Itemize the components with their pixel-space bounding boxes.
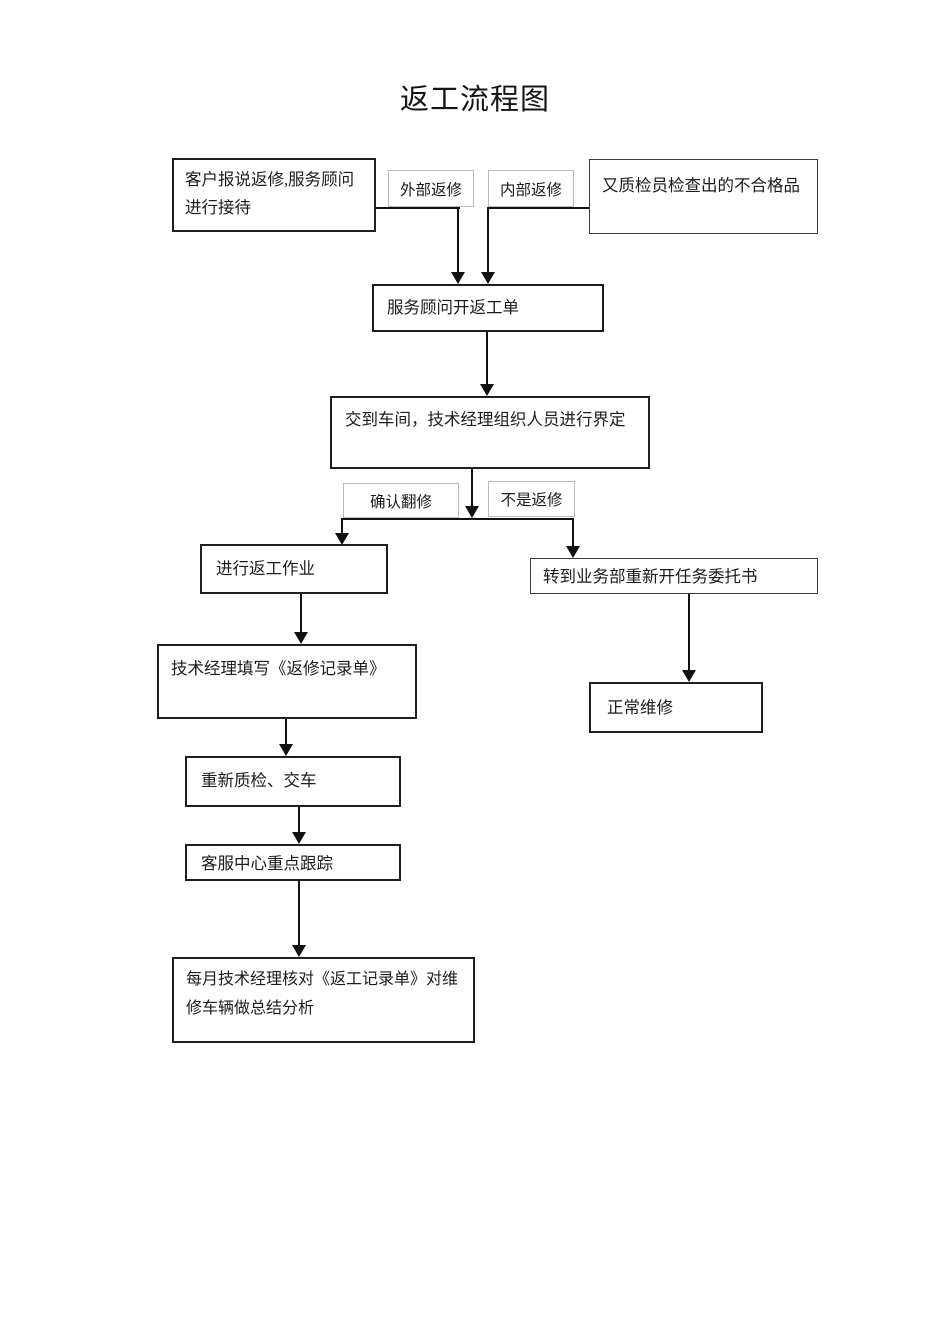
branch-label-confirmed-rework: 确认翻修 [343, 483, 459, 518]
arrowhead-to-transfer [566, 546, 580, 558]
connector-transfer-to-normal [688, 594, 690, 671]
page-title: 返工流程图 [399, 84, 550, 116]
arrowhead-external-to-order [451, 272, 465, 284]
flow-box-service-center-follow: 客服中心重点跟踪 [185, 844, 401, 881]
flow-box-customer-reception: 客户报说返修,服务顾问进行接待 [172, 158, 376, 232]
flow-box-do-rework: 进行返工作业 [200, 544, 388, 594]
branch-label-internal-rework: 内部返修 [488, 170, 574, 207]
arrowhead-workshop-to-branch [465, 506, 479, 518]
connector-branch-right-down [572, 518, 574, 547]
flow-box-fill-record: 技术经理填写《返修记录单》 [157, 644, 417, 719]
connector-qc-to-internal [488, 207, 590, 209]
arrowhead-to-do-rework [335, 533, 349, 545]
flow-box-normal-repair: 正常维修 [589, 682, 763, 733]
connector-follow-to-monthly [298, 881, 300, 946]
arrowhead-rework-to-record [294, 632, 308, 644]
flow-box-monthly-review: 每月技术经理核对《返工记录单》对维修车辆做总结分析 [172, 957, 475, 1043]
connector-customer-to-external [374, 207, 460, 209]
connector-inspect-to-follow [298, 807, 300, 833]
branch-label-not-rework: 不是返修 [488, 481, 575, 517]
connector-internal-down [487, 207, 489, 272]
flow-box-qc-rejects: 又质检员检查出的不合格品 [589, 159, 818, 234]
connector-external-down [457, 207, 459, 272]
connector-workshop-down [471, 469, 473, 507]
arrowhead-transfer-to-normal [682, 670, 696, 682]
arrowhead-record-to-inspect [279, 744, 293, 756]
flow-box-workshop-define: 交到车间，技术经理组织人员进行界定 [330, 396, 650, 469]
arrowhead-inspect-to-follow [292, 832, 306, 844]
arrowhead-follow-to-monthly [292, 945, 306, 957]
branch-label-external-rework: 外部返修 [388, 170, 474, 207]
arrowhead-order-to-workshop [480, 384, 494, 396]
flow-box-transfer-business: 转到业务部重新开任务委托书 [530, 558, 818, 594]
flow-box-re-inspect-deliver: 重新质检、交车 [185, 756, 401, 807]
flow-box-open-rework-order: 服务顾问开返工单 [372, 284, 604, 332]
arrowhead-internal-to-order [481, 272, 495, 284]
connector-record-to-inspect [285, 719, 287, 745]
connector-branch-left-down [341, 518, 343, 534]
connector-branch-horizontal [341, 518, 574, 520]
connector-rework-to-record [300, 594, 302, 633]
connector-order-to-workshop [486, 332, 488, 385]
